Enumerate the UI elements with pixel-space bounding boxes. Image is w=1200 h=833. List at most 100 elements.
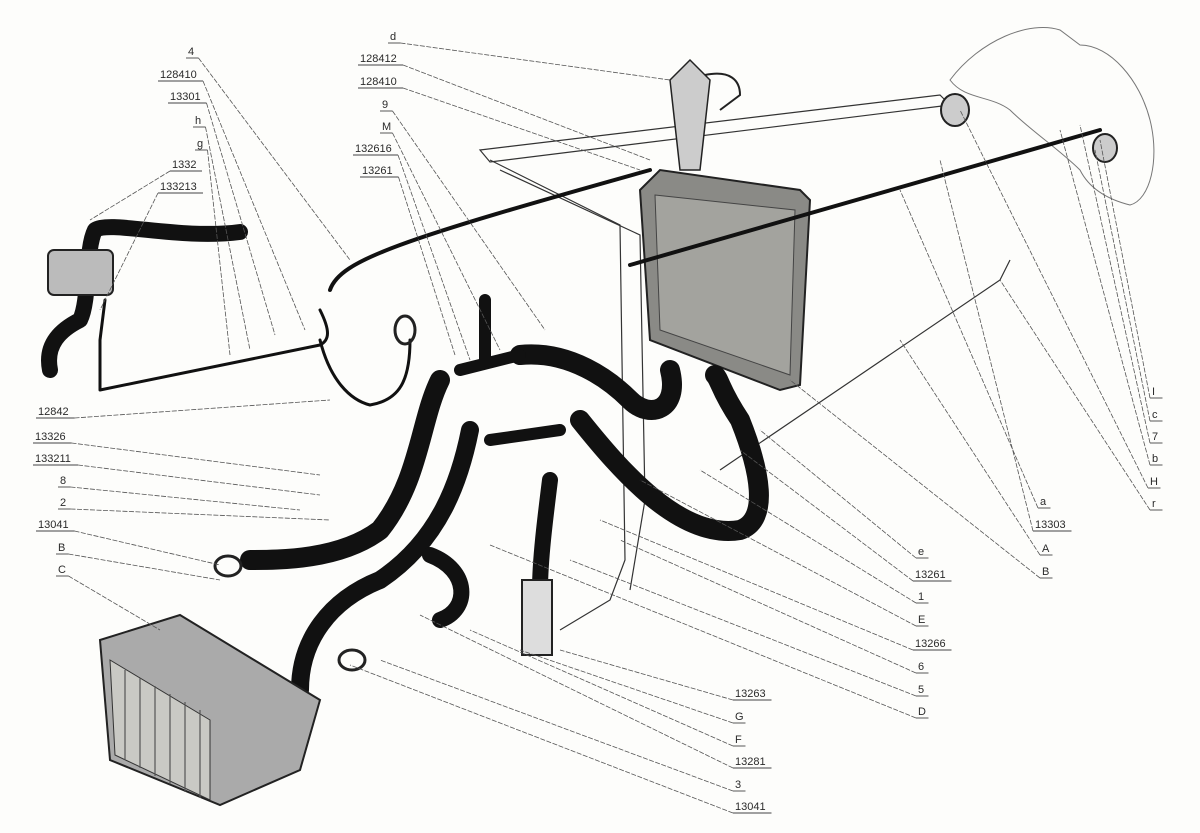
leader-line <box>959 109 1149 489</box>
hose-top-left <box>41 219 248 378</box>
leader-line <box>205 126 251 351</box>
leader-line <box>759 429 917 559</box>
hose-centre <box>532 472 558 598</box>
hose-left-loop <box>98 298 412 407</box>
valve-body <box>521 579 553 656</box>
callout-label: 1332 <box>172 159 196 171</box>
callout-label: c <box>1152 409 1158 421</box>
leader-line <box>70 486 301 511</box>
leader-line <box>739 449 914 582</box>
callout-label: 13041 <box>38 519 69 531</box>
leader-line <box>639 479 917 627</box>
callout-label: 13326 <box>35 431 66 443</box>
leader-line <box>349 664 734 814</box>
callout-label: A <box>1042 543 1050 555</box>
callout-label: e <box>918 546 924 558</box>
callout-label: F <box>735 734 742 746</box>
callout-label: r <box>1152 498 1156 510</box>
callout-label: 6 <box>918 661 924 673</box>
leader-line <box>202 80 306 331</box>
pipe-upper <box>478 94 952 163</box>
callout-label: 133213 <box>160 181 197 193</box>
callout-label: C <box>58 564 66 576</box>
leader-line <box>699 469 917 604</box>
end-fitting-2 <box>1092 133 1118 163</box>
fender-outline <box>949 26 1155 206</box>
leader-line <box>74 530 221 566</box>
callout-label: 13263 <box>735 688 766 700</box>
callout-labels: 412841013301hg1332133213d1284121284109M1… <box>33 31 1163 814</box>
hose-tee <box>454 294 566 446</box>
eye-connector <box>393 314 417 346</box>
callout-label: 7 <box>1152 431 1158 443</box>
leader-line <box>419 614 734 769</box>
leader-line <box>619 539 917 674</box>
leader-line <box>70 508 331 521</box>
callout-label: B <box>1042 566 1049 578</box>
leader-line <box>400 42 671 81</box>
callout-label: 13261 <box>362 165 393 177</box>
callout-label: H <box>1150 476 1158 488</box>
callout-label: M <box>382 121 391 133</box>
hose-main-2 <box>291 421 479 699</box>
leader-line <box>71 442 321 476</box>
callout-label: G <box>735 711 744 723</box>
leader-line <box>489 544 917 719</box>
hose-right-loop <box>510 344 769 541</box>
leader-line <box>68 575 161 631</box>
leader-line <box>379 659 734 792</box>
callout-label: 133211 <box>35 453 71 465</box>
pipe-vertical-2 <box>499 169 646 591</box>
callout-label: 13041 <box>735 801 766 813</box>
callout-label: 128410 <box>160 69 197 81</box>
callout-label: 13261 <box>915 569 946 581</box>
leader-line <box>999 279 1151 511</box>
heater-radiator <box>98 613 322 807</box>
callout-label: 9 <box>382 99 388 111</box>
leader-line <box>569 559 917 697</box>
leader-line <box>1099 139 1151 399</box>
cable-long <box>328 128 1102 292</box>
leader-line <box>402 87 641 171</box>
callout-label: b <box>1152 453 1158 465</box>
eye-connector-3 <box>337 648 367 672</box>
leader-line <box>939 159 1034 532</box>
callout-label: 13266 <box>915 638 946 650</box>
hose-main-left <box>240 370 450 570</box>
leader-line <box>68 553 221 581</box>
leader-line <box>397 154 471 361</box>
callout-label: 8 <box>60 475 66 487</box>
callout-label: 2 <box>60 497 66 509</box>
callout-label: 128412 <box>360 53 397 65</box>
pipe-vertical <box>489 159 626 631</box>
leader-line <box>89 170 171 221</box>
clip-box <box>47 249 114 296</box>
leader-line <box>402 64 651 161</box>
eye-connector-2 <box>213 554 243 578</box>
leader-line <box>392 110 546 331</box>
leader-line <box>559 649 734 701</box>
end-fitting <box>940 93 970 127</box>
callout-label: B <box>58 542 65 554</box>
leader-line <box>469 629 734 747</box>
callout-label: a <box>1040 496 1047 508</box>
callout-label: 12842 <box>38 406 69 418</box>
leader-line <box>519 649 734 724</box>
leader-line <box>899 189 1039 509</box>
leader-line <box>198 57 351 261</box>
callout-label: 1 <box>918 591 924 603</box>
callout-label: g <box>197 138 203 150</box>
callout-label: h <box>195 115 201 127</box>
leader-line <box>599 519 914 651</box>
leader-line <box>1059 129 1151 466</box>
leader-line <box>99 192 159 311</box>
callout-label: 13303 <box>1035 519 1066 531</box>
callout-label: 13281 <box>735 756 766 768</box>
callout-label: E <box>918 614 925 626</box>
callout-label: D <box>918 706 926 718</box>
leader-line <box>206 102 276 336</box>
leader-line <box>398 176 456 356</box>
leader-line <box>1094 149 1151 422</box>
